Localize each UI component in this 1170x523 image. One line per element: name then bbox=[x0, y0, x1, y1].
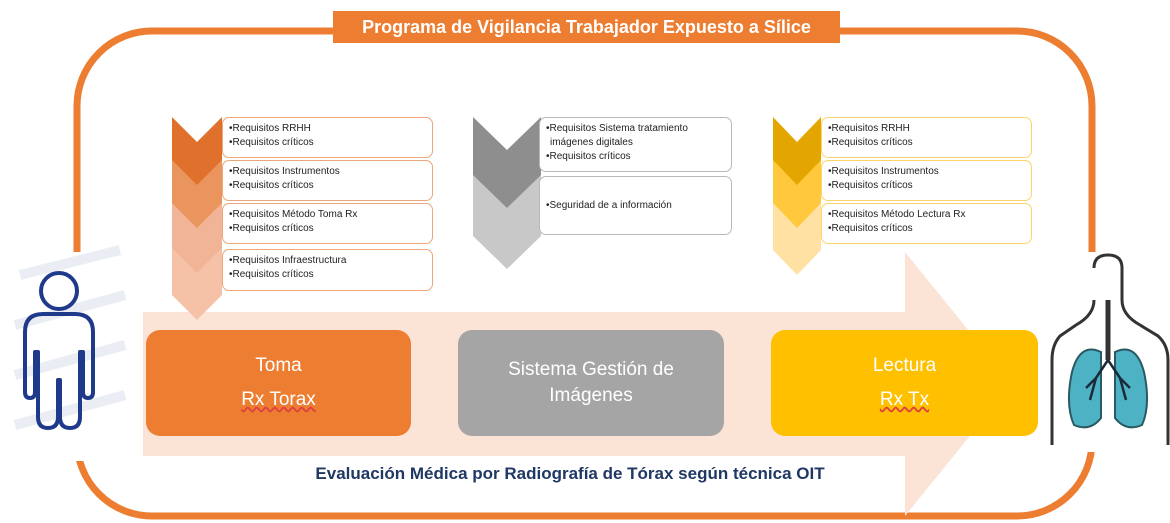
req-box-2-1: •Requisitos Sistema tratamiento imágenes… bbox=[539, 117, 732, 172]
req-line: •Requisitos críticos bbox=[229, 180, 314, 191]
chevron-2-2 bbox=[473, 175, 541, 269]
req-box-1-1: •Requisitos RRHH •Requisitos críticos bbox=[222, 117, 433, 158]
process-label: Lectura bbox=[872, 355, 937, 376]
req-line: •Requisitos Instrumentos bbox=[229, 166, 340, 177]
req-line: •Requisitos Instrumentos bbox=[828, 166, 939, 177]
process-label: Imágenes bbox=[549, 385, 633, 406]
chevron-3-3 bbox=[773, 203, 821, 275]
chevron-1-3 bbox=[172, 203, 222, 275]
chevron-1-2 bbox=[172, 160, 222, 232]
person-outline-icon bbox=[5, 245, 136, 461]
req-line: •Requisitos Sistema tratamiento bbox=[546, 123, 688, 134]
process-label: Toma bbox=[255, 355, 302, 376]
chevron-3-1 bbox=[773, 117, 821, 189]
footer-caption: Evaluación Médica por Radiografía de Tór… bbox=[315, 464, 825, 483]
req-line: imágenes digitales bbox=[550, 137, 633, 148]
req-line: •Requisitos críticos bbox=[546, 151, 631, 162]
req-box-1-3: •Requisitos Método Toma Rx •Requisitos c… bbox=[222, 203, 433, 244]
lungs-icon bbox=[1050, 252, 1170, 452]
process-label: Sistema Gestión de bbox=[508, 359, 674, 380]
process-box-lectura: Lectura Rx Tx bbox=[771, 330, 1038, 436]
req-line: •Requisitos RRHH bbox=[229, 123, 311, 134]
req-line: •Requisitos RRHH bbox=[828, 123, 910, 134]
req-line: •Requisitos críticos bbox=[229, 137, 314, 148]
chevron-1-4 bbox=[172, 248, 222, 320]
process-box-sistema: Sistema Gestión de Imágenes bbox=[458, 330, 724, 436]
req-line: •Requisitos críticos bbox=[828, 180, 913, 191]
req-box-3-3: •Requisitos Método Lectura Rx •Requisito… bbox=[821, 203, 1032, 244]
req-line: •Requisitos críticos bbox=[229, 223, 314, 234]
req-line: •Requisitos críticos bbox=[229, 269, 314, 280]
req-box-3-1: •Requisitos RRHH •Requisitos críticos bbox=[821, 117, 1032, 158]
chevron-1-1 bbox=[172, 117, 222, 189]
req-line: •Requisitos críticos bbox=[828, 137, 913, 148]
page-title: Programa de Vigilancia Trabajador Expues… bbox=[333, 11, 840, 43]
req-box-2-2: •Seguridad de a información bbox=[539, 176, 732, 235]
process-label: Rx Tx bbox=[771, 387, 1038, 413]
req-line: •Seguridad de a información bbox=[546, 200, 672, 211]
process-label-sub: Rx Tx bbox=[879, 389, 930, 410]
req-box-3-2: •Requisitos Instrumentos •Requisitos crí… bbox=[821, 160, 1032, 201]
process-box-toma: Toma Rx Torax bbox=[146, 330, 411, 436]
req-line: •Requisitos Método Toma Rx bbox=[229, 209, 358, 220]
process-label: Rx Torax bbox=[146, 387, 411, 413]
req-box-1-2: •Requisitos Instrumentos •Requisitos crí… bbox=[222, 160, 433, 201]
req-line: •Requisitos Método Lectura Rx bbox=[828, 209, 966, 220]
req-line: •Requisitos Infraestructura bbox=[229, 255, 347, 266]
chevron-2-1 bbox=[473, 117, 541, 211]
process-label-sub: Rx Torax bbox=[241, 389, 316, 410]
chevron-3-2 bbox=[773, 160, 821, 232]
req-box-1-4: •Requisitos Infraestructura •Requisitos … bbox=[222, 249, 433, 291]
req-line: •Requisitos críticos bbox=[828, 223, 913, 234]
